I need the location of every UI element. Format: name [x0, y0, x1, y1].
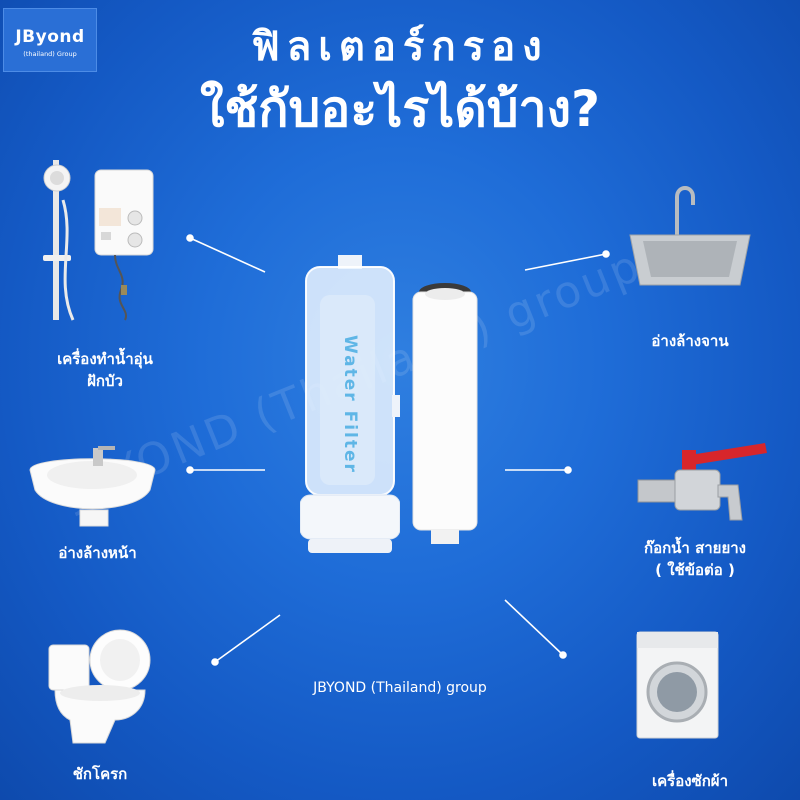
label-washbasin: อ่างล้างหน้า: [58, 544, 137, 562]
brand-caption: JBYOND (Thailand) group: [313, 680, 487, 696]
toilet-icon: [48, 629, 151, 744]
filter-cartridge-icon: [412, 283, 478, 544]
brand-logo: JByond (thailand) Group: [3, 8, 97, 72]
connector-dot-washer: [559, 651, 567, 659]
title-line-2: ใช้กับอะไรได้บ้าง?: [199, 80, 601, 138]
label-faucet-2: ( ใช้ข้อต่อ ): [655, 561, 735, 579]
logo-name: JByond: [15, 27, 85, 47]
label-sink: อ่างล้างจาน: [651, 332, 729, 350]
connector-toilet: [214, 614, 281, 663]
connector-dot-faucet: [564, 466, 572, 474]
label-toilet: ชักโครก: [72, 765, 128, 783]
label-shower: เครื่องทำน้ำอุ่น: [57, 350, 153, 368]
water-filter-housing-icon: [300, 255, 400, 553]
connector-dot-toilet: [211, 658, 219, 666]
label-faucet: ก๊อกน้ำ สายยาง: [644, 539, 746, 557]
connector-dot-shower: [186, 234, 194, 242]
washing-machine-icon: [636, 631, 719, 739]
label-shower-2: ฝักบัว: [87, 372, 123, 390]
connector-shower: [189, 237, 266, 273]
kitchen-sink-icon: [629, 186, 751, 286]
title-line-1: ฟิลเตอร์กรอง: [251, 24, 549, 70]
washbasin-icon: [29, 446, 156, 527]
connector-washer: [504, 599, 564, 656]
filter-label: Water Filter: [340, 335, 360, 474]
label-washer: เครื่องซักผ้า: [651, 772, 729, 790]
faucet-icon: [637, 443, 767, 521]
water-heater-shower-icon: [43, 160, 154, 321]
logo-subtitle: (thailand) Group: [23, 50, 77, 58]
